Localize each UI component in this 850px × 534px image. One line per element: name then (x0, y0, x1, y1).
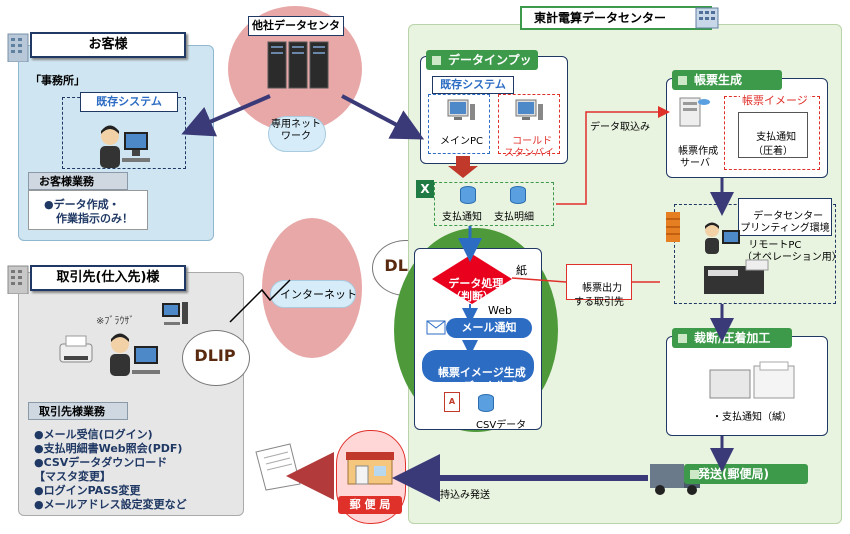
supplier-work-item: ●ログインPASS変更 (34, 484, 141, 497)
process-diamond (432, 254, 512, 304)
production-printer-icon (702, 258, 772, 298)
customer-work-item: ●データ作成・ (44, 198, 120, 211)
internet-label: インターネット (280, 288, 357, 301)
red-flow-paper (511, 277, 567, 283)
printing-env-text: データセンター プリンティング環境 (740, 211, 830, 234)
supplier-pc-icon (160, 300, 190, 330)
customer-work-box (28, 190, 148, 230)
form-creation-head: 帳票生成 (672, 70, 782, 90)
print-target-text: 帳票出力 する取引先 (574, 283, 624, 308)
link-customer-dc (181, 94, 271, 137)
pay-notice-sealed-label: ・支払通知（緘） (712, 412, 792, 423)
server-rack-icon (266, 40, 330, 90)
pay-notice-db-icon (460, 186, 476, 204)
pdf-icon: A (444, 392, 460, 412)
pay-data-frame (434, 182, 554, 226)
mail-icon (426, 320, 446, 336)
dlip-text-supplier: DLIP (194, 346, 236, 365)
post-office-label: 郵 便 局 (338, 496, 402, 514)
cold-standby-text: コールド スタンバイ (504, 136, 554, 159)
customer-work-title: お客様業務 (28, 172, 128, 190)
other-dc-title: 他社データセンター (248, 16, 344, 50)
supplier-work-title: 取引先様業務 (28, 402, 128, 420)
print-target-box: 帳票出力 する取引先 (566, 264, 632, 308)
cold-standby-frame (498, 94, 560, 154)
remote-worker-icon (702, 220, 742, 256)
building-icon (6, 30, 32, 63)
printer-icon (56, 334, 96, 368)
data-fetch-label: データ取込み (590, 122, 650, 133)
supplier-worker-icon (102, 330, 162, 382)
form-server-label: 帳票作成 サーバ (670, 134, 720, 170)
pay-notice-doc: 支払通知 （圧着） (738, 112, 808, 158)
dc-building-icon (694, 6, 720, 30)
main-pc-icon (446, 98, 476, 124)
down-arrow-red (448, 156, 478, 178)
supplier-work-item: 【マスタ変更】 (34, 470, 111, 483)
office-label: 「事務所」 (30, 74, 85, 87)
form-server-icon (676, 94, 712, 128)
form-server-text: 帳票作成 サーバ (678, 146, 719, 169)
lightning-line (229, 279, 291, 323)
excel-icon: X (416, 180, 434, 198)
printing-env-label: データセンター プリンティング環境 (738, 198, 832, 236)
customer-work-item: 作業指示のみ！ (56, 212, 133, 225)
main-pc-frame (428, 94, 490, 154)
form-gen-text: 帳票イメージ生成 CSVデータ生成 (437, 366, 526, 393)
link-dc-toukei (341, 94, 425, 140)
form-gen-pill: 帳票イメージ生成 CSVデータ生成 (422, 350, 534, 393)
customer-worker-icon (92, 122, 152, 172)
form-image-label: 帳票イメージ (740, 92, 810, 108)
customer-title: お客様 (30, 32, 186, 58)
pay-notice-label: 支払通知 (442, 212, 482, 223)
web-label: Web (488, 304, 512, 317)
data-process-label: データ処理 （判断） (432, 264, 512, 303)
customer-existing-system: 既存システム (80, 92, 178, 112)
supplier-work-item: ●メールアドレス設定変更など (34, 498, 187, 511)
cold-standby-pc-icon (514, 98, 544, 124)
browser-note: ※ﾌﾞﾗｳｻﾞ (96, 316, 135, 327)
supplier-work-list: ●メール受信(ログイン) ●支払明細書Web照会(PDF) ●CSVデータダウン… (34, 428, 187, 512)
remote-pc-text: リモートPC （オペレーション用） (742, 240, 842, 263)
csv-data-label: CSVデータ (476, 420, 527, 431)
supplier-panel (18, 272, 244, 516)
dlip-logo-supplier (182, 330, 250, 386)
supplier-work-item: ●支払明細書Web照会(PDF) (34, 442, 183, 455)
red-flow-fetch (556, 106, 670, 205)
pay-notice-crimp-text: 支払通知 （圧着） (753, 132, 797, 157)
main-pc-label: メインPC (440, 136, 484, 147)
firewall-icon (666, 212, 680, 242)
cold-standby-label: コールド スタンバイ (498, 124, 560, 160)
csv-db-icon (478, 394, 494, 412)
building-icon (6, 262, 32, 295)
remote-pc-label: リモートPC （オペレーション用） (742, 228, 842, 264)
supplier-work-item: ●メール受信(ログイン) (34, 428, 153, 441)
network-text: 専用ネットワーク (271, 119, 321, 142)
toukei-existing-system: 既存システム (432, 76, 514, 94)
pay-detail-db-icon (510, 186, 526, 204)
internet-cloud (270, 280, 356, 308)
network-label: 専用ネットワーク (268, 119, 324, 143)
customer-work-list: ●データ作成・ 作業指示のみ！ (44, 198, 133, 226)
pay-detail-label: 支払明細 (494, 212, 534, 223)
data-process-text: データ処理 （判断） (448, 277, 504, 303)
paper-label: 紙 (516, 264, 527, 277)
toukei-title: 東計電算データセンター (520, 6, 712, 30)
supplier-title: 取引先(仕入先)様 (30, 265, 186, 291)
network-cloud (268, 116, 326, 152)
cutting-machine-icon (708, 360, 798, 400)
supplier-work-item: ●CSVデータダウンロード (34, 456, 168, 469)
bring-ship-label: 持込み発送 (440, 490, 490, 501)
